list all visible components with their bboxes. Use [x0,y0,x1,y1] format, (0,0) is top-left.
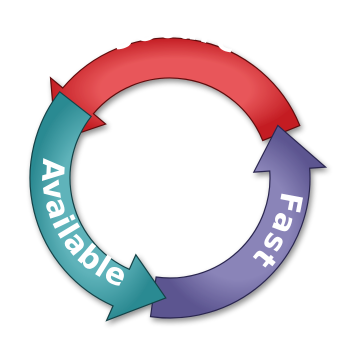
segment-fast [149,124,328,319]
label-available: Available [34,158,132,296]
segment-secure [49,37,301,142]
segment-available [29,90,167,322]
svg-text:Available: Available [34,158,133,296]
